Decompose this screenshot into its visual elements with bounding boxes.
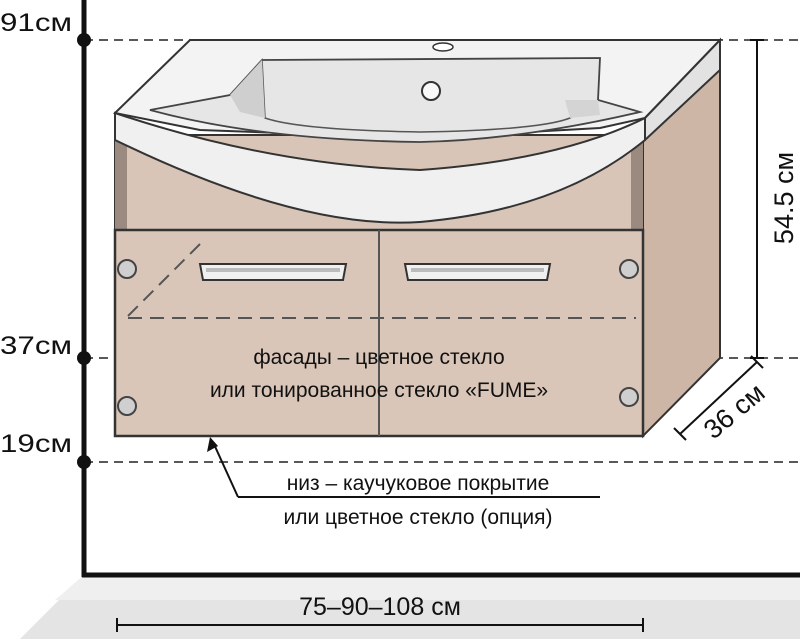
bottom-note-arrowhead: [207, 437, 218, 452]
depth-dimension-tick-end: [750, 355, 764, 369]
height-label-bottom: 19см: [0, 430, 72, 458]
cabinet-upper-left-post: [115, 135, 127, 230]
marker-top: [77, 33, 91, 47]
bottom-note-pointer: [212, 441, 239, 498]
bottom-note-line2: или цветное стекло (опция): [283, 506, 552, 529]
basin-right-side: [644, 37, 721, 143]
depth-dimension-tick-start: [673, 427, 687, 441]
basin-bowl-shade-right: [565, 100, 600, 118]
bottom-note-line1: низ – каучуковое покрытие: [287, 472, 550, 495]
width-dimension-label: 75–90–108 см: [299, 593, 461, 621]
handle-right: [403, 263, 552, 281]
height-label-top: 91см: [0, 9, 72, 37]
marker-counter: [77, 351, 91, 365]
floor-shade-highlight: [55, 575, 800, 600]
facade-note-line1: фасады – цветное стекло: [253, 346, 504, 369]
bolt-top-left: [117, 259, 137, 279]
basin-bowl-shade: [230, 60, 265, 118]
bolt-top-right: [619, 259, 639, 279]
height-label-counter: 37см: [0, 332, 72, 360]
basin-bowl-inner: [229, 58, 599, 133]
handle-left: [198, 263, 348, 281]
facade-note-line2: или тонированное стекло «FUME»: [210, 379, 548, 402]
glass-dashed-diagonal: [127, 243, 201, 317]
basin-bowl: [149, 57, 644, 143]
faucet-hole: [432, 42, 454, 52]
height-dimension-label: 54.5 см: [769, 152, 799, 244]
cabinet-upper-right-post: [631, 135, 643, 230]
bolt-bottom-left: [117, 396, 137, 416]
depth-dimension-line: [679, 361, 758, 435]
marker-bottom: [77, 455, 91, 469]
drain-hole: [421, 81, 441, 101]
bolt-bottom-right: [619, 387, 639, 407]
depth-dimension-label: 36 см: [698, 377, 771, 445]
